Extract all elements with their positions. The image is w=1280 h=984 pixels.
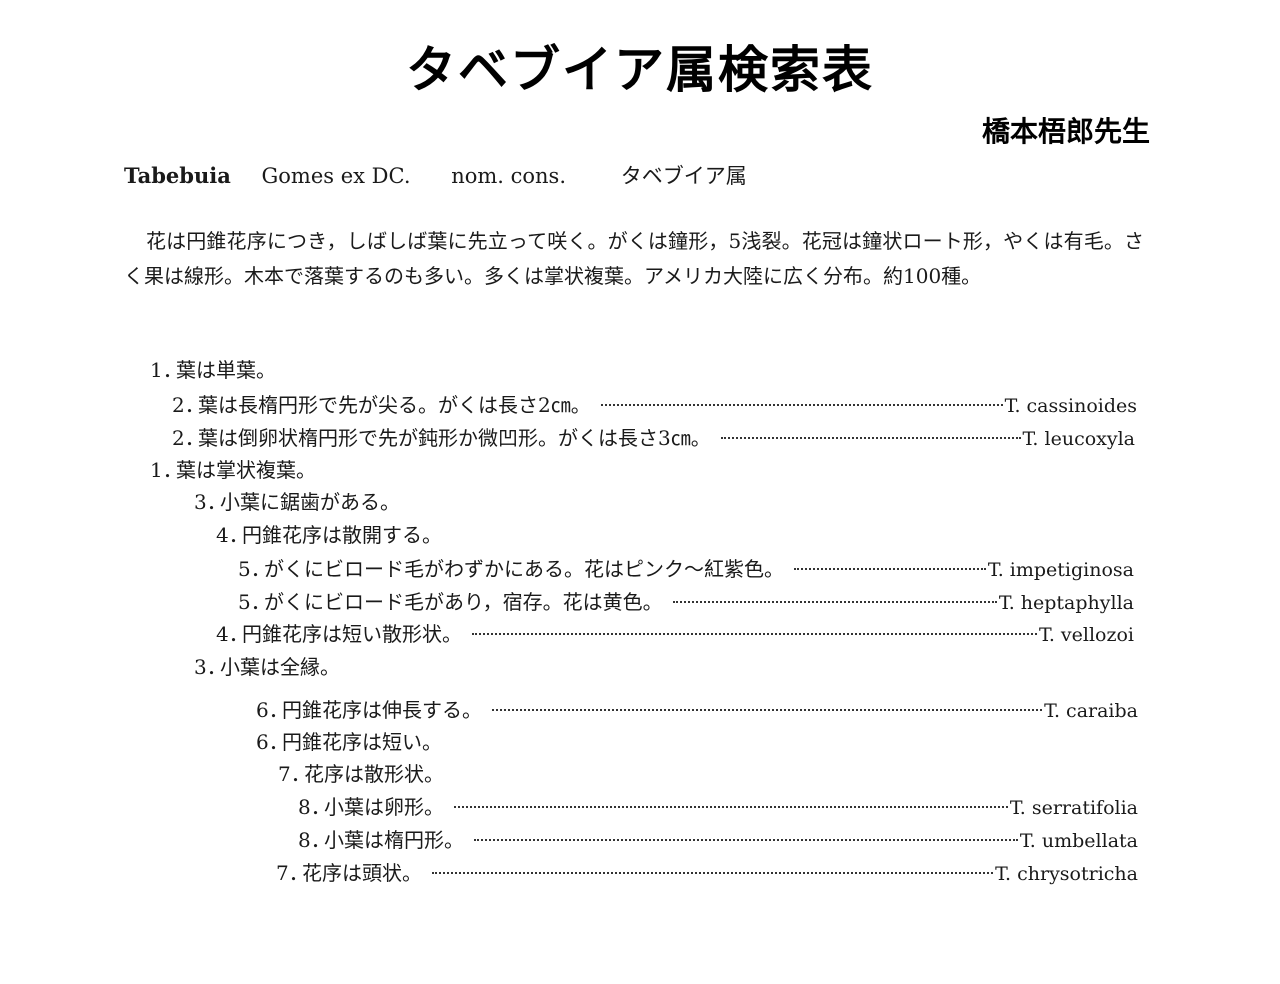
key-text: 葉は単葉。 xyxy=(176,358,276,382)
key-line: 8． 小葉は卵形。 T. serratifolia xyxy=(298,792,1138,822)
key-number: 7． xyxy=(276,861,309,885)
key-number: 3． xyxy=(194,655,227,679)
key-number: 3． xyxy=(194,490,227,514)
author-name: 橋本梧郎先生 xyxy=(981,115,1150,148)
dotted-leader xyxy=(794,568,986,570)
species-name: T. heptaphylla xyxy=(998,592,1134,614)
key-number: 2． xyxy=(172,393,205,417)
genus-authority: Gomes ex DC. xyxy=(261,164,411,188)
key-line: 4． 円錐花序は散開する。 xyxy=(216,520,442,550)
key-text: 円錐花序は伸長する。 xyxy=(282,698,482,722)
dotted-leader xyxy=(720,437,1021,439)
key-number: 5． xyxy=(238,557,271,581)
key-line: 8． 小葉は楕円形。 T. umbellata xyxy=(298,825,1138,855)
species-name: T. chrysotricha xyxy=(995,863,1138,885)
dotted-leader xyxy=(600,404,1003,406)
key-line: 5． がくにビロード毛があり，宿存。花は黄色。 T. heptaphylla xyxy=(238,587,1134,617)
key-line: 7． 花序は散形状。 xyxy=(278,759,444,789)
document-scan: Tabebuia Gomes ex DC. nom. cons. タベブイア属 … xyxy=(0,150,1280,984)
key-text: がくにビロード毛がわずかにある。花はピンク～紅紫色。 xyxy=(264,557,784,581)
nomenclature-status: nom. cons. xyxy=(451,164,567,188)
key-text: 円錐花序は短い。 xyxy=(282,730,442,754)
key-number: 4． xyxy=(216,523,249,547)
key-line: 3． 小葉は全縁。 xyxy=(194,652,340,682)
key-number: 1． xyxy=(150,458,183,482)
key-text: 小葉は全縁。 xyxy=(220,655,340,679)
species-name: T. leucoxyla xyxy=(1022,428,1135,450)
dotted-leader xyxy=(492,709,1043,711)
dotted-leader xyxy=(472,633,1037,635)
species-name: T. vellozoi xyxy=(1038,624,1134,646)
key-text: 葉は長楕円形で先が尖る。がくは長さ2㎝。 xyxy=(198,393,591,417)
key-line: 5． がくにビロード毛がわずかにある。花はピンク～紅紫色。 T. impetig… xyxy=(238,554,1134,584)
species-name: T. impetiginosa xyxy=(987,559,1134,581)
key-line: 2． 葉は倒卵状楕円形で先が鈍形か微凹形。がくは長さ3㎝。 T. leucoxy… xyxy=(172,423,1135,453)
key-line: 3． 小葉に鋸歯がある。 xyxy=(194,487,400,517)
key-number: 4． xyxy=(216,622,249,646)
dotted-leader xyxy=(474,839,1018,841)
key-line: 6． 円錐花序は伸長する。 T. caraiba xyxy=(256,695,1138,725)
key-text: 花序は頭状。 xyxy=(302,861,422,885)
key-line: 7． 花序は頭状。 T. chrysotricha xyxy=(276,858,1138,888)
key-text: 円錐花序は短い散形状。 xyxy=(242,622,462,646)
key-text: 葉は倒卵状楕円形で先が鈍形か微凹形。がくは長さ3㎝。 xyxy=(198,426,711,450)
species-name: T. serratifolia xyxy=(1009,797,1138,819)
key-line: 4． 円錐花序は短い散形状。 T. vellozoi xyxy=(216,619,1134,649)
key-text: 花序は散形状。 xyxy=(304,762,444,786)
genus-header: Tabebuia Gomes ex DC. nom. cons. タベブイア属 xyxy=(124,160,747,190)
key-text: 小葉に鋸歯がある。 xyxy=(220,490,400,514)
dotted-leader xyxy=(672,601,997,603)
key-text: 小葉は楕円形。 xyxy=(324,828,464,852)
key-number: 8． xyxy=(298,828,331,852)
species-name: T. umbellata xyxy=(1019,830,1138,852)
dotted-leader xyxy=(432,872,994,874)
page-title: タベブイア属検索表 xyxy=(406,41,874,99)
key-text: 円錐花序は散開する。 xyxy=(242,523,442,547)
genus-name: Tabebuia xyxy=(124,163,231,188)
key-text: 小葉は卵形。 xyxy=(324,795,444,819)
key-text: がくにビロード毛があり，宿存。花は黄色。 xyxy=(264,590,663,614)
key-number: 5． xyxy=(238,590,271,614)
key-number: 8． xyxy=(298,795,331,819)
key-number: 7． xyxy=(278,762,311,786)
key-line: 1． 葉は単葉。 xyxy=(150,355,276,385)
key-line: 6． 円錐花序は短い。 xyxy=(256,727,442,757)
key-text: 葉は掌状複葉。 xyxy=(176,458,316,482)
key-number: 6． xyxy=(256,730,289,754)
species-name: T. cassinoides xyxy=(1004,395,1137,417)
key-number: 6． xyxy=(256,698,289,722)
key-line: 1． 葉は掌状複葉。 xyxy=(150,455,316,485)
genus-japanese-name: タベブイア属 xyxy=(620,164,747,188)
dotted-leader xyxy=(454,806,1008,808)
key-number: 1． xyxy=(150,358,183,382)
key-number: 2． xyxy=(172,426,205,450)
genus-description: 花は円錐花序につき，しばしば葉に先立って咲く。がくは鐘形，5浅裂。花冠は鐘状ロー… xyxy=(124,229,1144,288)
species-name: T. caraiba xyxy=(1044,700,1138,722)
key-line: 2． 葉は長楕円形で先が尖る。がくは長さ2㎝。 T. cassinoides xyxy=(172,390,1137,420)
